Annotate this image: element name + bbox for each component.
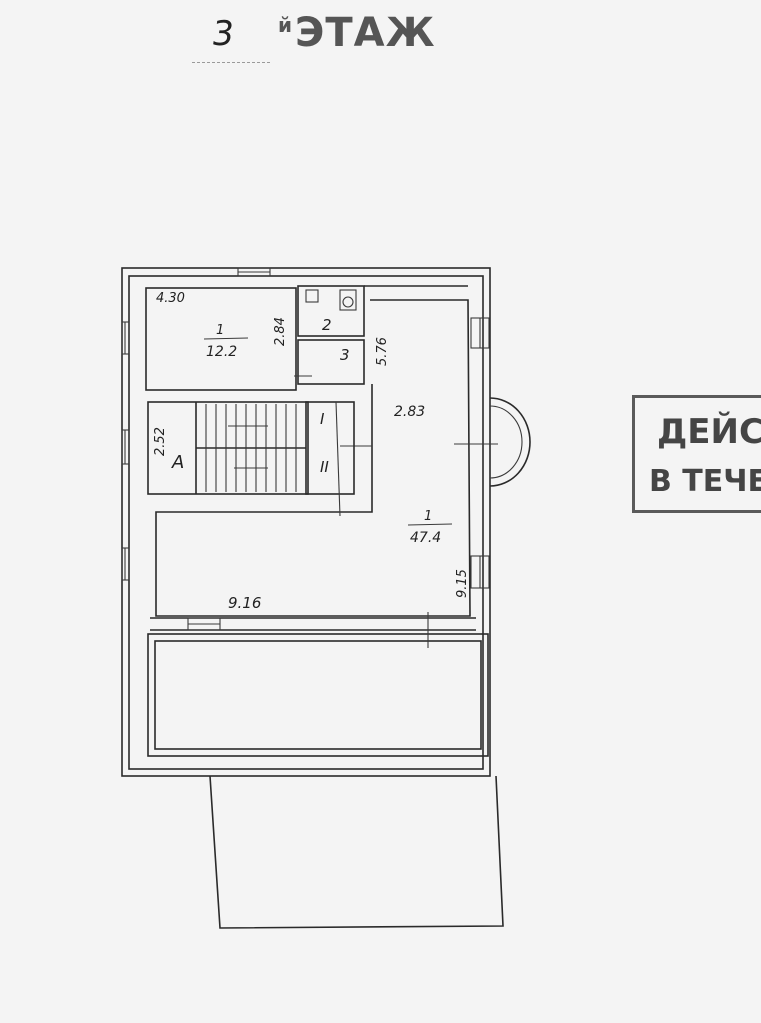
title-underline xyxy=(192,62,270,63)
window-top xyxy=(237,267,271,277)
toilet-fixture xyxy=(339,289,357,311)
window-bottom xyxy=(187,617,221,631)
stair-axis xyxy=(335,401,341,517)
room-1-large-depth: 5.76 xyxy=(375,337,390,366)
outer-wall-inner xyxy=(128,275,484,770)
room-1-small-number: 1 xyxy=(216,323,224,338)
room-1-large-number: 1 xyxy=(424,509,432,524)
bay-window xyxy=(489,397,531,487)
stair-treads xyxy=(205,404,297,492)
window-right-1 xyxy=(470,317,490,349)
windows xyxy=(121,267,531,631)
floor-title-prefix: й xyxy=(278,13,294,37)
room-1-small-area: 12.2 xyxy=(206,344,237,360)
room-1-large-length: 9.15 xyxy=(455,569,470,598)
floor-title-word: ЭТАЖ xyxy=(295,10,436,56)
room-1-large-walls xyxy=(155,299,471,617)
balcony-room xyxy=(147,633,489,757)
room-1-small-width: 4.30 xyxy=(156,291,185,306)
outer-walls xyxy=(121,267,491,777)
stair-landing xyxy=(305,401,355,495)
room-3-walls xyxy=(297,339,365,385)
window-left-3 xyxy=(121,547,130,581)
wet-rooms xyxy=(294,285,365,385)
stair-well xyxy=(147,401,309,495)
stair-dimension: 2.52 xyxy=(153,427,168,456)
room-1-large-ceiling: 2.83 xyxy=(394,404,425,420)
room-1-large-fraction-line xyxy=(407,523,453,526)
bay-window-inner xyxy=(489,405,523,479)
room-2-number: 2 xyxy=(322,316,332,334)
outer-wall-outer xyxy=(121,267,491,777)
room-1-small xyxy=(145,287,297,391)
stair-mark-1: I xyxy=(320,410,325,428)
balcony-room-inner xyxy=(154,640,482,750)
balcony-extension xyxy=(147,633,504,929)
room-1-large-width: 9.16 xyxy=(228,594,261,612)
stair-section xyxy=(147,401,355,517)
extension-outline xyxy=(209,775,504,929)
annotations: 4.30 1 12.2 2.84 2 3 5.76 2.83 2.52 A I … xyxy=(153,291,470,612)
stamp-line-2: В ТЕЧЕН xyxy=(649,464,761,499)
stamp-line-1: ДЕЙСТ xyxy=(657,412,761,452)
room-1-small-fraction-line xyxy=(203,337,249,340)
validity-stamp: ДЕЙСТ В ТЕЧЕН xyxy=(632,395,761,513)
stair-mark-2: II xyxy=(320,458,329,476)
room-1-small-walls xyxy=(145,287,297,391)
stair-label: A xyxy=(171,452,184,473)
room-1-small-depth: 2.84 xyxy=(273,317,288,346)
floor-title: йЭТАЖ xyxy=(278,10,436,56)
window-left-1 xyxy=(121,321,130,355)
sink-fixture xyxy=(305,289,319,303)
room-2-walls xyxy=(297,285,365,337)
window-right-2 xyxy=(470,555,490,589)
room-1-large-area: 47.4 xyxy=(410,530,441,546)
room-3-number: 3 xyxy=(340,346,350,364)
toilet-bowl xyxy=(342,296,354,308)
window-left-2 xyxy=(121,429,130,465)
